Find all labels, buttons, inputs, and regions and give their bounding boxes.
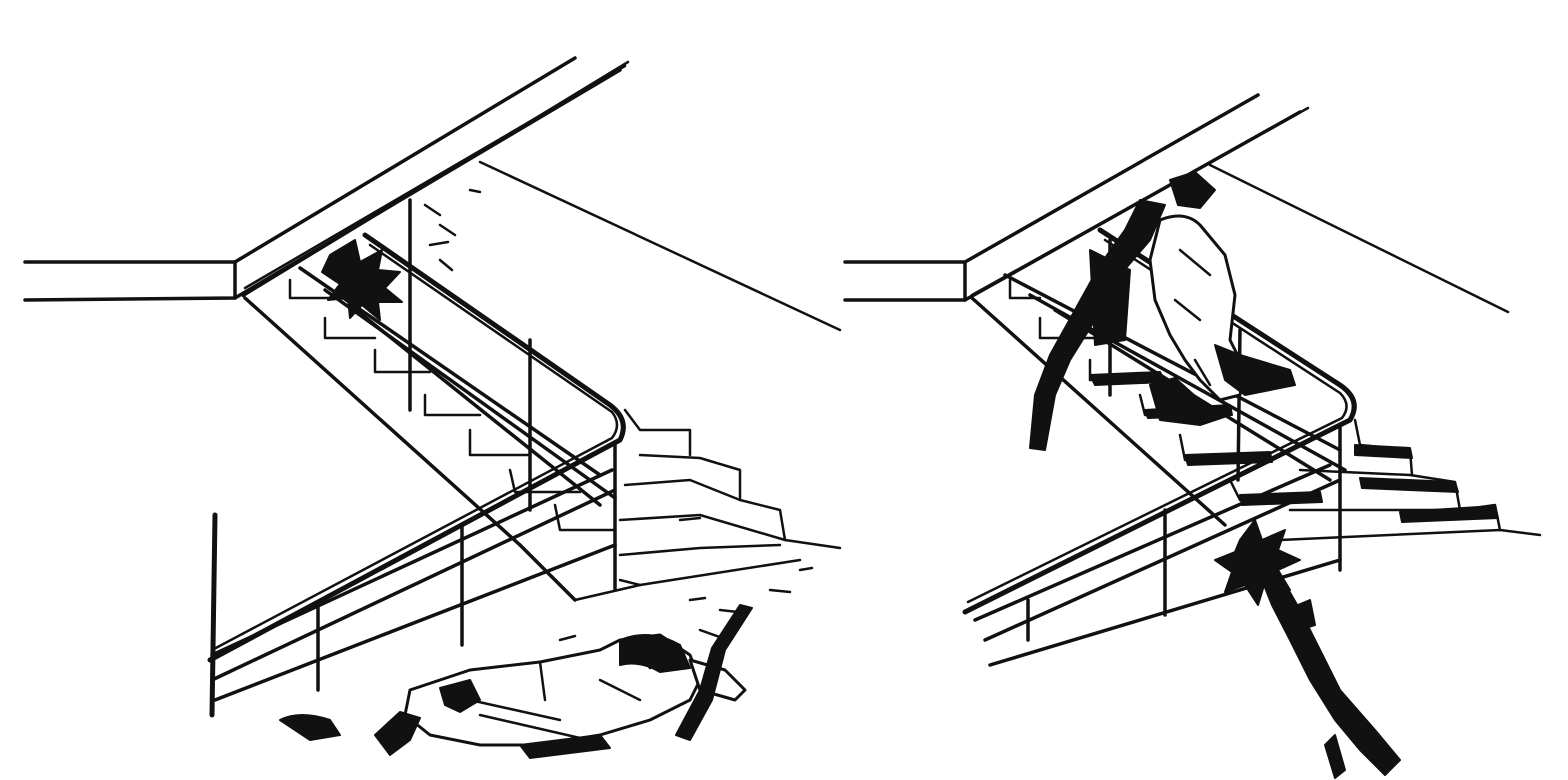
stair-flight [970,278,1542,542]
rifle-silhouette [1029,199,1166,451]
prone-soldier [279,633,747,759]
stair-flight [243,278,842,602]
rifle [675,604,753,741]
explosion-burst [321,188,482,321]
left-panel [23,56,842,759]
handrail [207,198,626,718]
soldier-climbing [1148,171,1296,426]
rifle-pointing-up [1261,574,1401,779]
floor-debris [558,516,814,642]
ceiling-slab [843,93,1510,314]
ceiling-slab [23,56,842,332]
right-panel [843,93,1542,779]
